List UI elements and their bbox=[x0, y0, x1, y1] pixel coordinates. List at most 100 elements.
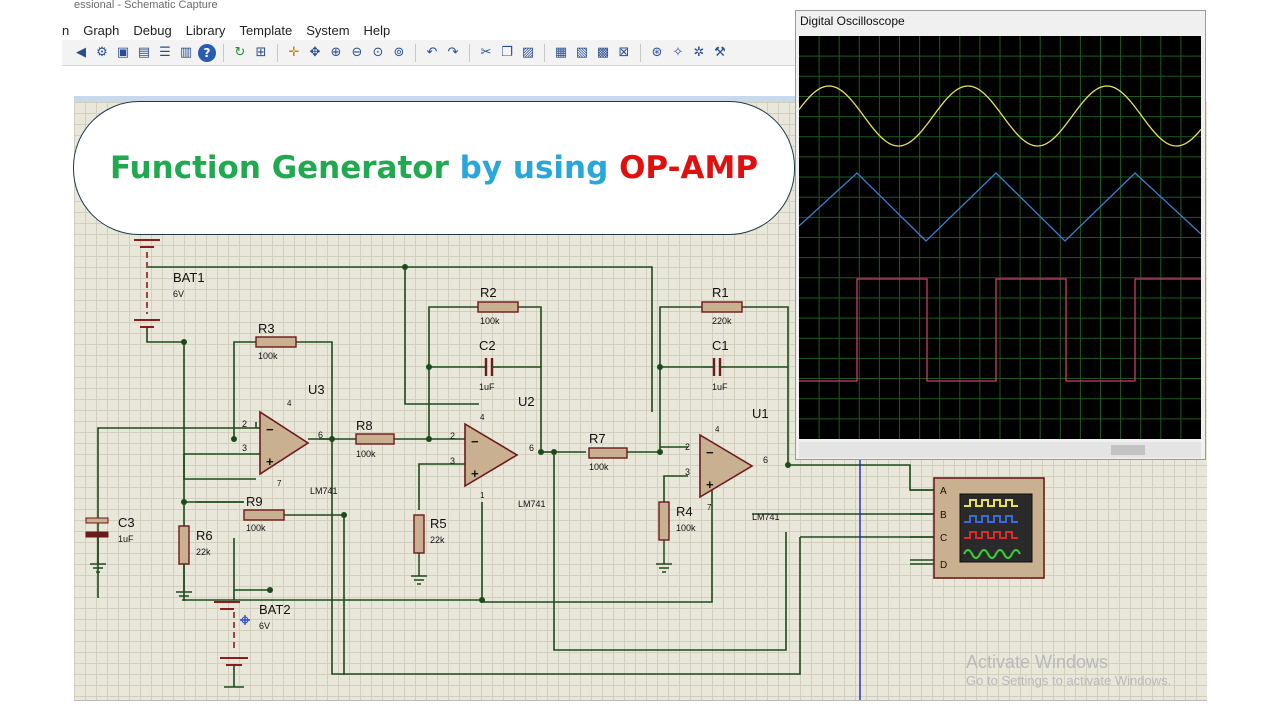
u3-opamp[interactable]: − + bbox=[259, 410, 310, 476]
u1-pin-7: 7 bbox=[707, 503, 712, 512]
r4-body[interactable] bbox=[658, 501, 670, 541]
document-icon[interactable]: ▥ bbox=[179, 45, 193, 60]
undo-icon[interactable]: ↶ bbox=[426, 45, 438, 60]
toolbar: ◀ ⚙ ▣ ▤ ☰ ▥ ? ↻ ⊞ ✛ ✥ ⊕ ⊖ ⊙ ⊚ ↶ ↷ ✂ ❐ ▨ … bbox=[62, 40, 798, 66]
toolbar-separator bbox=[277, 43, 278, 62]
menu-item-system[interactable]: System bbox=[306, 22, 350, 38]
r7-value: 100k bbox=[589, 462, 609, 472]
make-device-icon[interactable]: ✧ bbox=[672, 45, 684, 60]
r5-value: 22k bbox=[430, 535, 445, 545]
r8-body[interactable] bbox=[355, 433, 395, 445]
c2-capacitor[interactable] bbox=[478, 358, 500, 376]
run-icon[interactable]: ◀ bbox=[76, 45, 86, 60]
bat1-symbol[interactable] bbox=[134, 239, 184, 343]
r9-body[interactable] bbox=[243, 509, 285, 521]
u2-label: U2 bbox=[518, 394, 535, 409]
zoom-all-icon[interactable]: ⊙ bbox=[372, 45, 384, 60]
menu-item-help[interactable]: Help bbox=[363, 22, 391, 38]
watermark-title: Activate Windows bbox=[966, 652, 1109, 672]
u2-part: LM741 bbox=[518, 499, 546, 509]
block-copy-icon[interactable]: ▦ bbox=[554, 45, 568, 60]
block-move-icon[interactable]: ▧ bbox=[575, 45, 589, 60]
scope-instrument[interactable] bbox=[910, 477, 1045, 579]
package-icon[interactable]: ✲ bbox=[693, 45, 705, 60]
cut-icon[interactable]: ✂ bbox=[480, 45, 492, 60]
menu-item-partial[interactable]: n bbox=[62, 22, 70, 38]
u1-pin-4: 4 bbox=[715, 425, 720, 434]
u2-pin-3: 3 bbox=[450, 456, 455, 466]
u1-pin-2: 2 bbox=[685, 442, 690, 452]
svg-text:+: + bbox=[266, 454, 274, 469]
r3-body[interactable] bbox=[255, 336, 297, 348]
pick-icon[interactable]: ⊛ bbox=[651, 45, 663, 60]
svg-text:−: − bbox=[706, 445, 714, 460]
u2-pin-6: 6 bbox=[529, 443, 534, 453]
zoom-area-icon[interactable]: ⊚ bbox=[393, 45, 405, 60]
component-icon[interactable]: ⚙ bbox=[96, 45, 108, 60]
watermark-subtitle: Go to Settings to activate Windows. bbox=[966, 673, 1172, 688]
c2-label: C2 bbox=[479, 338, 496, 353]
r6-value: 22k bbox=[196, 547, 211, 557]
c1-capacitor[interactable] bbox=[702, 358, 726, 376]
zoom-in-icon[interactable]: ⊕ bbox=[330, 45, 342, 60]
origin-icon[interactable]: ✛ bbox=[288, 45, 300, 60]
pan-icon[interactable]: ✥ bbox=[309, 45, 321, 60]
toolbar-separator bbox=[544, 43, 545, 62]
r1-label: R1 bbox=[712, 285, 729, 300]
u2-pin-4: 4 bbox=[480, 413, 485, 422]
oscilloscope-title: Digital Oscilloscope bbox=[800, 14, 905, 28]
grid-icon[interactable]: ⊞ bbox=[255, 45, 267, 60]
r1-body[interactable] bbox=[701, 301, 743, 313]
copy-icon[interactable]: ❐ bbox=[501, 45, 513, 60]
scope-channel-d: D bbox=[940, 560, 947, 571]
bat2-symbol[interactable] bbox=[214, 589, 270, 688]
u1-pin-3: 3 bbox=[685, 467, 690, 477]
r9-value: 100k bbox=[246, 523, 266, 533]
r8-value: 100k bbox=[356, 449, 376, 459]
bat2-label: BAT2 bbox=[259, 602, 291, 617]
oscilloscope-scrollbar[interactable] bbox=[799, 442, 1201, 458]
file-icon[interactable]: ▤ bbox=[137, 45, 151, 60]
u1-pin-6: 6 bbox=[763, 455, 768, 465]
r5-body[interactable] bbox=[413, 514, 425, 554]
r6-body[interactable] bbox=[178, 525, 190, 565]
app-title: essional - Schematic Capture bbox=[74, 0, 218, 11]
banner-title-part2: by using bbox=[448, 150, 620, 186]
list-icon[interactable]: ☰ bbox=[159, 45, 171, 60]
oscilloscope-window[interactable]: Digital Oscilloscope bbox=[795, 10, 1206, 460]
menu-item-template[interactable]: Template bbox=[239, 22, 293, 38]
scope-channel-a: A bbox=[940, 486, 947, 497]
tools-icon[interactable]: ⚒ bbox=[714, 45, 726, 60]
u3-pin-2: 2 bbox=[242, 419, 247, 429]
u2-opamp[interactable]: − + bbox=[464, 422, 519, 488]
scope-channel-b: B bbox=[940, 510, 947, 521]
redo-icon[interactable]: ↷ bbox=[447, 45, 459, 60]
svg-text:−: − bbox=[471, 434, 479, 449]
toolbar-separator bbox=[223, 43, 224, 62]
bat1-label: BAT1 bbox=[173, 270, 205, 285]
refresh-icon[interactable]: ↻ bbox=[234, 45, 246, 60]
r2-body[interactable] bbox=[477, 301, 519, 313]
block-delete-icon[interactable]: ⊠ bbox=[618, 45, 630, 60]
oscilloscope-screen[interactable] bbox=[798, 36, 1202, 439]
file-icon[interactable]: ▣ bbox=[116, 45, 130, 60]
c1-value: 1uF bbox=[712, 382, 728, 392]
u1-opamp[interactable]: − + bbox=[699, 433, 754, 499]
paste-icon[interactable]: ▨ bbox=[521, 45, 535, 60]
zoom-out-icon[interactable]: ⊖ bbox=[351, 45, 363, 60]
u3-part: LM741 bbox=[310, 486, 338, 496]
u3-pin-7: 7 bbox=[277, 479, 282, 488]
block-rotate-icon[interactable]: ▩ bbox=[596, 45, 610, 60]
menu-item-graph[interactable]: Graph bbox=[83, 22, 120, 38]
banner-title-part1: Function Generator bbox=[109, 150, 449, 186]
menu-item-debug[interactable]: Debug bbox=[133, 22, 172, 38]
help-icon[interactable]: ? bbox=[198, 43, 216, 62]
menu-bar: n Graph Debug Library Template System He… bbox=[62, 20, 792, 40]
bat1-value: 6V bbox=[173, 289, 184, 299]
menu-item-library[interactable]: Library bbox=[185, 22, 226, 38]
r7-body[interactable] bbox=[588, 447, 628, 459]
svg-text:+: + bbox=[471, 466, 479, 481]
c3-capacitor[interactable] bbox=[85, 517, 109, 573]
r3-label: R3 bbox=[258, 321, 275, 336]
oscilloscope-scroll-thumb[interactable] bbox=[1111, 445, 1145, 455]
